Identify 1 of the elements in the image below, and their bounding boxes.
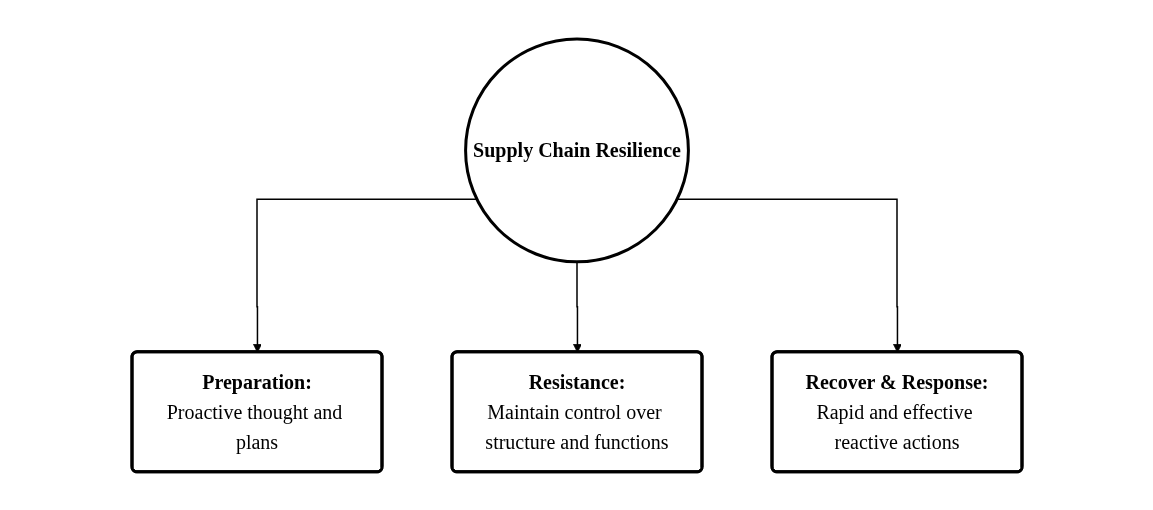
node-circle: Supply Chain Resilience bbox=[463, 37, 690, 263]
